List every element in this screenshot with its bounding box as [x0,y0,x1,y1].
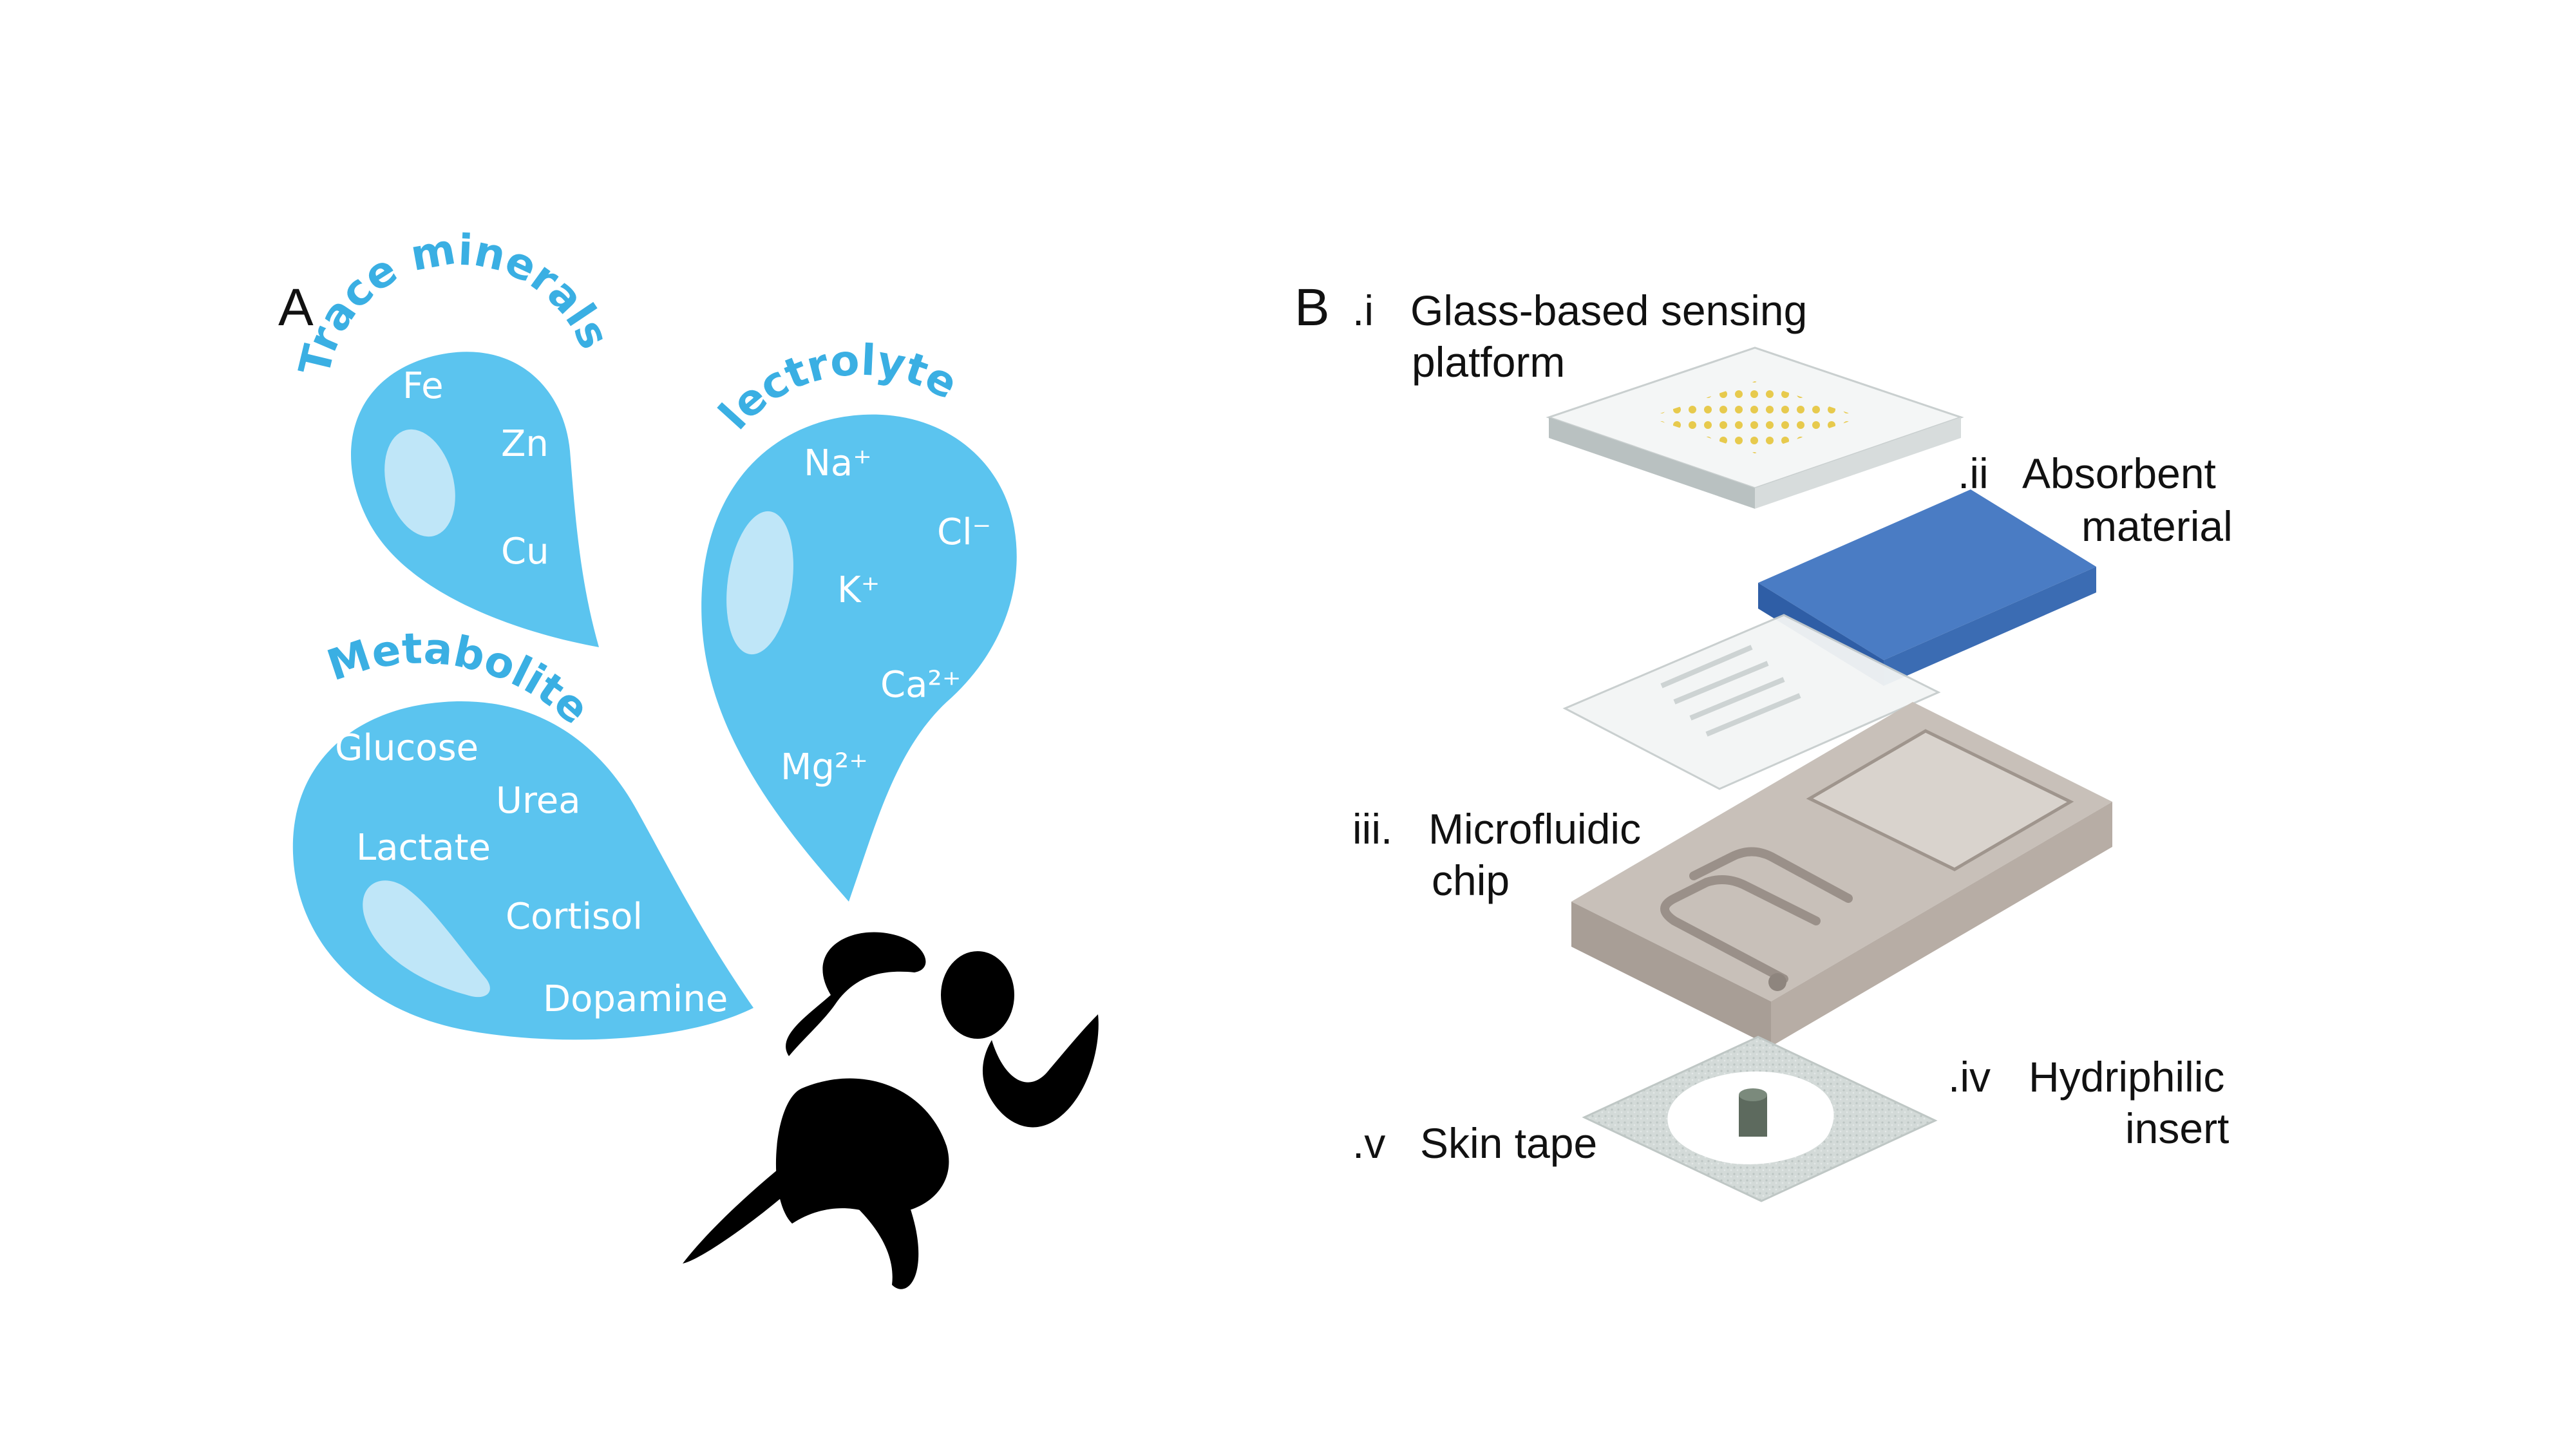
layer-iv-numeral: .iv [1948,1053,1991,1101]
chip-front [1571,902,1771,1046]
cover-channel [1660,645,1801,737]
electrolytes-drop-highlight [726,511,793,655]
absorbent-side [1884,567,2096,686]
trace-item-zn: Zn [501,423,549,465]
metab-item-dopamine: Dopamine [543,978,728,1020]
layer-iv-label-line2: insert [2125,1104,2229,1152]
chip-side [1771,802,2112,1046]
metab-item-urea: Urea [496,780,581,822]
chip-serpentine-channel [1660,847,1853,983]
runner-head [941,951,1014,1039]
chip-inlet [1768,973,1786,991]
insert-body [1739,1095,1767,1137]
runner-front-arm [982,1014,1099,1128]
hydrophilic-insert [1739,1088,1767,1137]
trace-drop-highlight [384,429,455,537]
layer-ii-numeral: .ii [1958,450,1989,497]
layer-i-label-line1: Glass-based sensing [1410,287,1807,334]
sensor-array [1649,381,1861,453]
layer-ii-label-line2: material [2081,502,2233,550]
runner-icon [683,932,1099,1289]
layer-v-label-line1: Skin tape [1420,1119,1597,1167]
cover-film [1562,614,1941,790]
layer-i-numeral: .i [1352,287,1374,334]
absorbent-top [1758,489,2096,660]
metab-item-lactate: Lactate [356,827,491,869]
electro-item-ca: Ca²⁺ [880,664,961,706]
trace-item-fe: Fe [402,365,444,407]
panel-a-letter: A [278,278,314,337]
runner-torso [775,1078,949,1224]
glass-left-edge [1549,417,1755,509]
trace-minerals-drop: Trace minerals Fe Zn Cu [290,224,620,647]
trace-drop-shape [351,352,599,647]
electro-item-mg: Mg²⁺ [781,746,868,788]
layer-i-label-line2: platform [1412,338,1565,386]
electro-item-cl: Cl⁻ [937,511,991,553]
microfluidic-cover-film [1562,614,1941,790]
trace-item-cu: Cu [501,531,549,573]
electrolytes-drop-shape [701,414,1017,902]
insert-top [1739,1088,1767,1101]
metab-item-glucose: Glucose [335,727,478,769]
microfluidic-chip [1571,702,2112,1046]
glass-sensing-platform [1546,346,1964,509]
layer-iv-label-line1: Hydriphilic [2029,1053,2224,1101]
runner-front-leg [846,1171,919,1289]
layer-iii-label-line1: Microfluidic [1428,805,1641,853]
metab-item-cortisol: Cortisol [506,896,643,938]
panel-b-letter: B [1294,278,1330,337]
layer-iii-numeral: iii. [1352,805,1392,853]
electro-item-k: K⁺ [837,569,880,611]
runner-back-leg [683,1153,831,1264]
runner-back-arm [786,932,926,1056]
glass-right-edge [1755,417,1961,509]
layer-ii-label-line1: Absorbent [2022,450,2216,497]
electro-item-na: Na⁺ [804,442,872,484]
layer-v-numeral: .v [1352,1119,1385,1167]
metabolites-drop-highlight [363,880,490,998]
chip-reservoir [1806,729,2074,871]
layer-iii-label-line2: chip [1432,857,1510,904]
